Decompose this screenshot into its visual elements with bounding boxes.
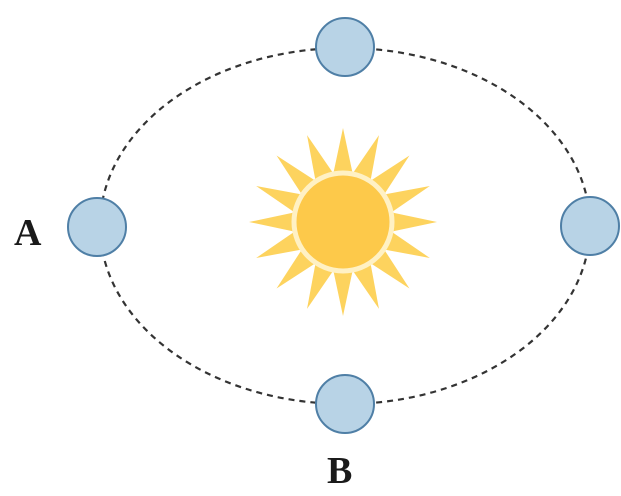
sun-core (294, 173, 392, 271)
planet-b (316, 375, 374, 433)
sun-icon (249, 128, 437, 316)
planet-right (561, 197, 619, 255)
sun-ray (249, 212, 294, 231)
sun-ray (333, 271, 352, 316)
label-a: A (14, 214, 41, 252)
sun-ray (392, 212, 437, 231)
planet-a (68, 198, 126, 256)
label-b: B (327, 452, 352, 490)
sun-ray (333, 128, 352, 173)
planet-top (316, 18, 374, 76)
